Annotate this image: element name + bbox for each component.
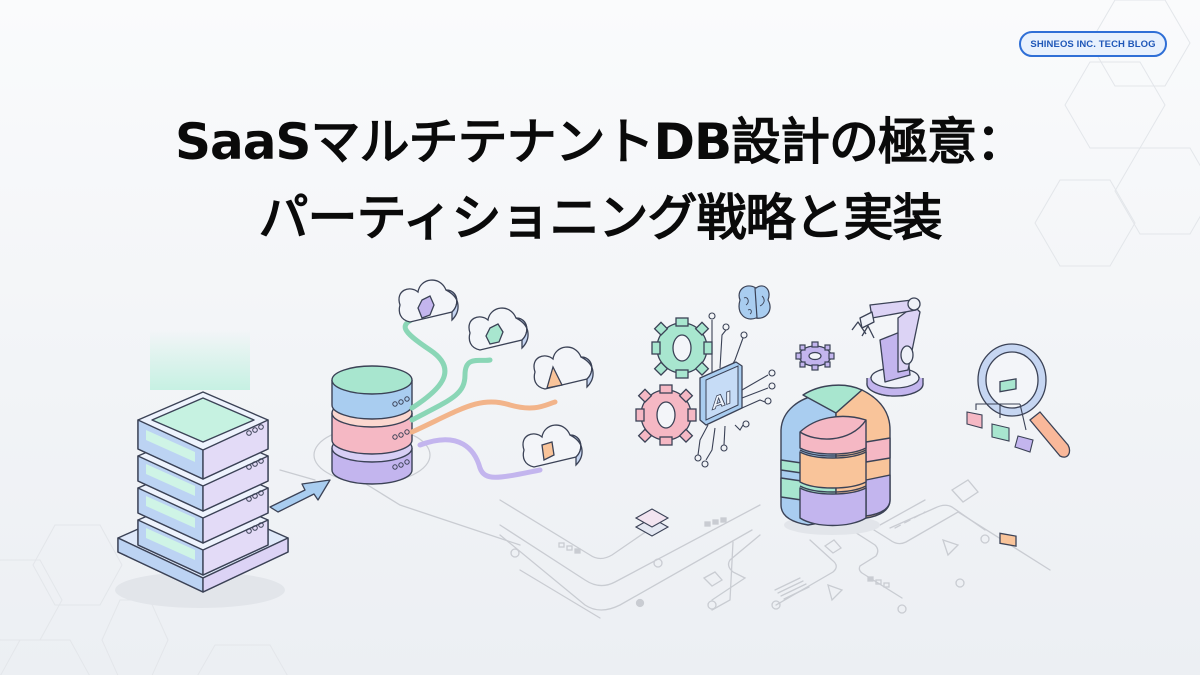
tech-blog-badge: SHINEOS INC. TECH BLOG — [1019, 31, 1167, 57]
arrow-icon — [269, 479, 331, 513]
brain-icon — [738, 285, 771, 320]
circuit-traces — [694, 312, 776, 468]
gear-icon — [635, 384, 697, 446]
server-stack-icon — [115, 330, 289, 608]
cables — [402, 315, 558, 480]
cloud-icon — [533, 346, 594, 390]
layers-icon — [634, 508, 670, 537]
page-title: SaaSマルチテナントDB設計の極意： パーティショニング戦略と実装 — [0, 104, 1200, 256]
ai-chip-icon: AI — [699, 361, 743, 426]
flowchart-icon — [966, 403, 1034, 453]
gear-icon — [795, 341, 835, 371]
gear-icon — [651, 317, 713, 379]
partitioned-database-icon — [780, 384, 891, 535]
database-icon — [313, 365, 431, 485]
magnifier-icon — [977, 343, 1071, 547]
cloud-icon — [468, 307, 529, 351]
title-line-1: SaaSマルチテナントDB設計の極意： — [174, 113, 1026, 171]
title-line-2: パーティショニング戦略と実装 — [258, 189, 943, 247]
cloud-icon — [398, 279, 459, 323]
cloud-icon — [522, 424, 583, 468]
robot-arm-icon — [851, 297, 924, 397]
svg-text:AI: AI — [712, 388, 731, 414]
